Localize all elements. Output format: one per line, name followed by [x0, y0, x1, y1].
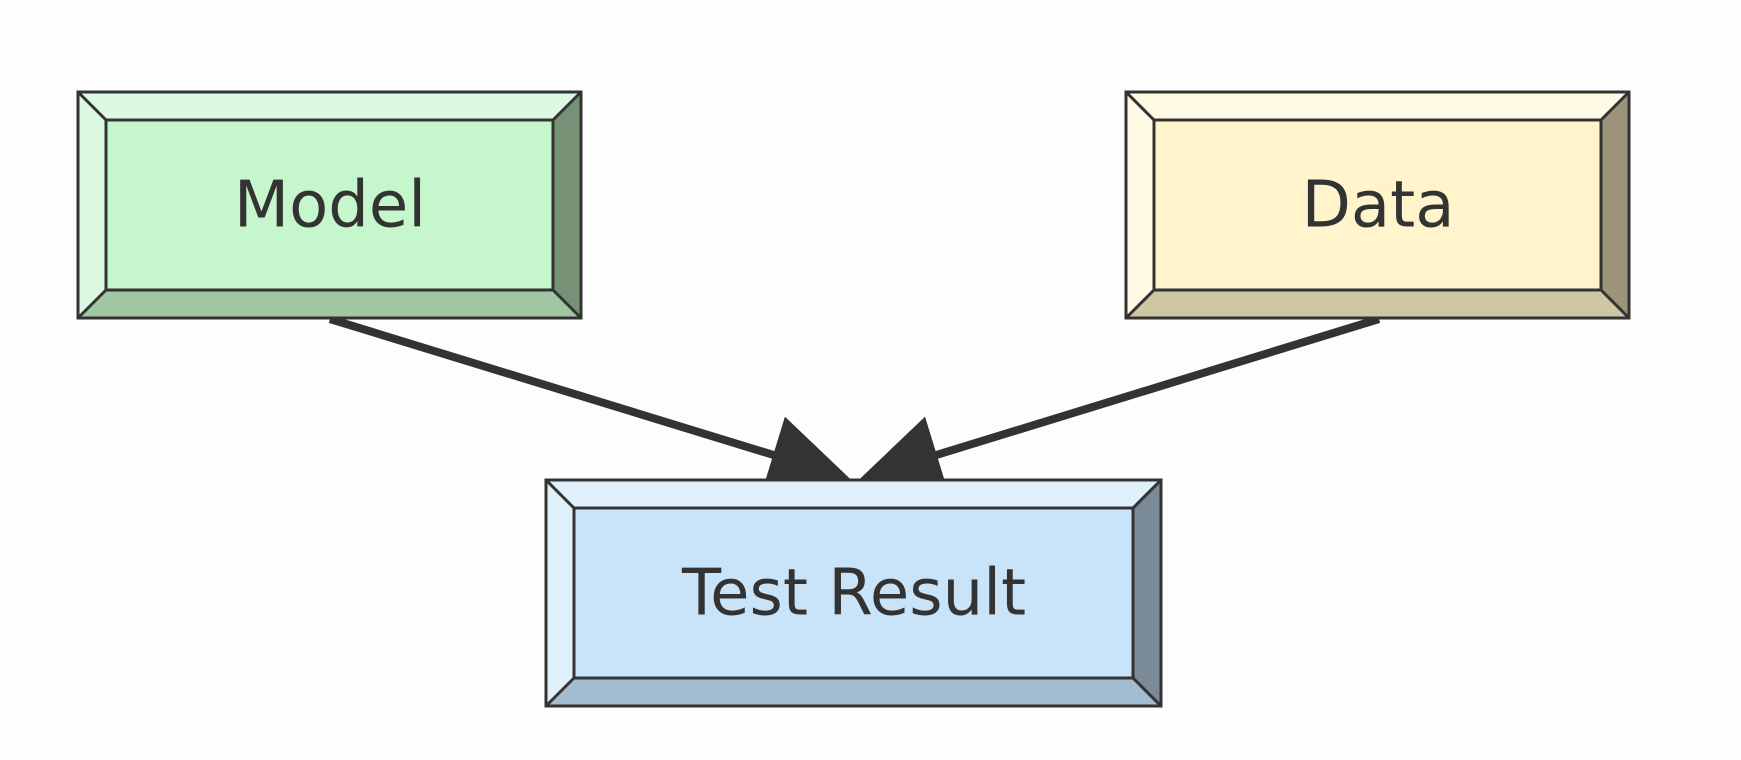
node-test-result-label: Test Result — [681, 557, 1026, 631]
node-model: Model — [76, 90, 583, 320]
node-test-result: Test Result — [544, 478, 1163, 708]
node-model-label: Model — [234, 169, 426, 243]
edge-model-to-test-result — [328, 315, 850, 494]
node-data: Data — [1124, 90, 1631, 320]
node-data-label: Data — [1302, 169, 1455, 243]
edge-data-to-test-result — [860, 315, 1381, 494]
